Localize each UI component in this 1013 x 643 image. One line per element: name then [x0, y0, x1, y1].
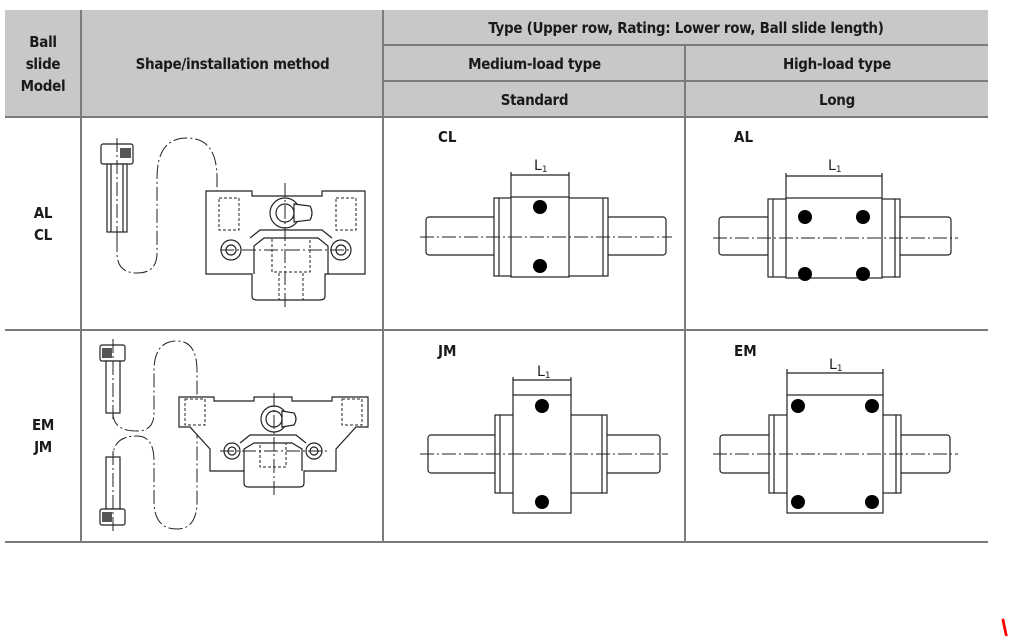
dimension-l1: L1 — [537, 364, 551, 381]
installation-drawing-em-jm — [99, 339, 369, 531]
col-rule — [80, 10, 82, 543]
row-rule — [5, 329, 988, 331]
row-rule — [5, 541, 988, 543]
mounting-hole — [798, 267, 812, 281]
header-rule — [384, 80, 988, 82]
mounting-hole — [865, 495, 879, 509]
mounting-hole — [798, 210, 812, 224]
mounting-hole — [865, 399, 879, 413]
mounting-hole — [791, 495, 805, 509]
ball-slide-table: Ball slide Model Shape/installation meth… — [5, 10, 988, 543]
header-shape: Shape/installation method — [135, 54, 330, 73]
header-type-group: Type (Upper row, Rating: Lower row, Ball… — [488, 18, 884, 37]
diagram-label-jm: JM — [438, 342, 457, 360]
row-models: AL CL — [5, 118, 81, 329]
header-model-line: Model — [20, 76, 66, 95]
bolt-icon — [99, 339, 126, 421]
dimension-l1: L1 — [829, 357, 843, 374]
model-name: EM — [31, 416, 55, 434]
row-models: EM JM — [5, 331, 81, 541]
header-rating-high: High-load type — [782, 54, 891, 73]
diagram-label-cl: CL — [438, 128, 457, 146]
mounting-hole — [791, 399, 805, 413]
ball-slide-block-icon — [178, 393, 369, 496]
diagram-al: L1 — [713, 158, 958, 281]
diagram-cl: L1 — [420, 158, 672, 278]
mounting-hole — [533, 200, 547, 214]
header-model: Ball slide Model — [5, 10, 81, 117]
dimension-l1: L1 — [828, 158, 842, 175]
bolt-icon — [100, 138, 134, 238]
dimension-l1: L1 — [534, 158, 548, 175]
installation-path — [116, 137, 218, 274]
header-rating-medium: Medium-load type — [468, 54, 601, 73]
model-name: AL — [33, 203, 53, 222]
header-model-line: Ball — [29, 32, 57, 51]
col-rule — [382, 10, 384, 543]
diagram-jm: L1 — [420, 364, 668, 514]
header-length-long: Long — [819, 90, 855, 109]
diagram-label-al: AL — [734, 128, 754, 146]
mounting-hole — [533, 259, 547, 273]
header-length-standard: Standard — [500, 90, 569, 109]
diagram-label-em: EM — [734, 342, 757, 360]
header-rule — [384, 44, 988, 46]
diagram-em: L1 — [713, 357, 958, 514]
mounting-hole — [535, 495, 549, 509]
bolt-icon — [99, 451, 126, 531]
mounting-hole — [856, 210, 870, 224]
model-name: CL — [34, 225, 52, 244]
header-model-line: slide — [25, 54, 61, 73]
annotation-mark — [1001, 617, 1012, 637]
col-rule — [684, 46, 686, 543]
mounting-hole — [856, 267, 870, 281]
ball-slide-block-icon — [205, 183, 366, 308]
mounting-hole — [535, 399, 549, 413]
header-background — [5, 10, 988, 117]
installation-drawing-al-cl — [100, 137, 366, 308]
row-rule — [5, 116, 988, 118]
model-name: JM — [34, 438, 52, 456]
installation-path — [112, 340, 198, 530]
